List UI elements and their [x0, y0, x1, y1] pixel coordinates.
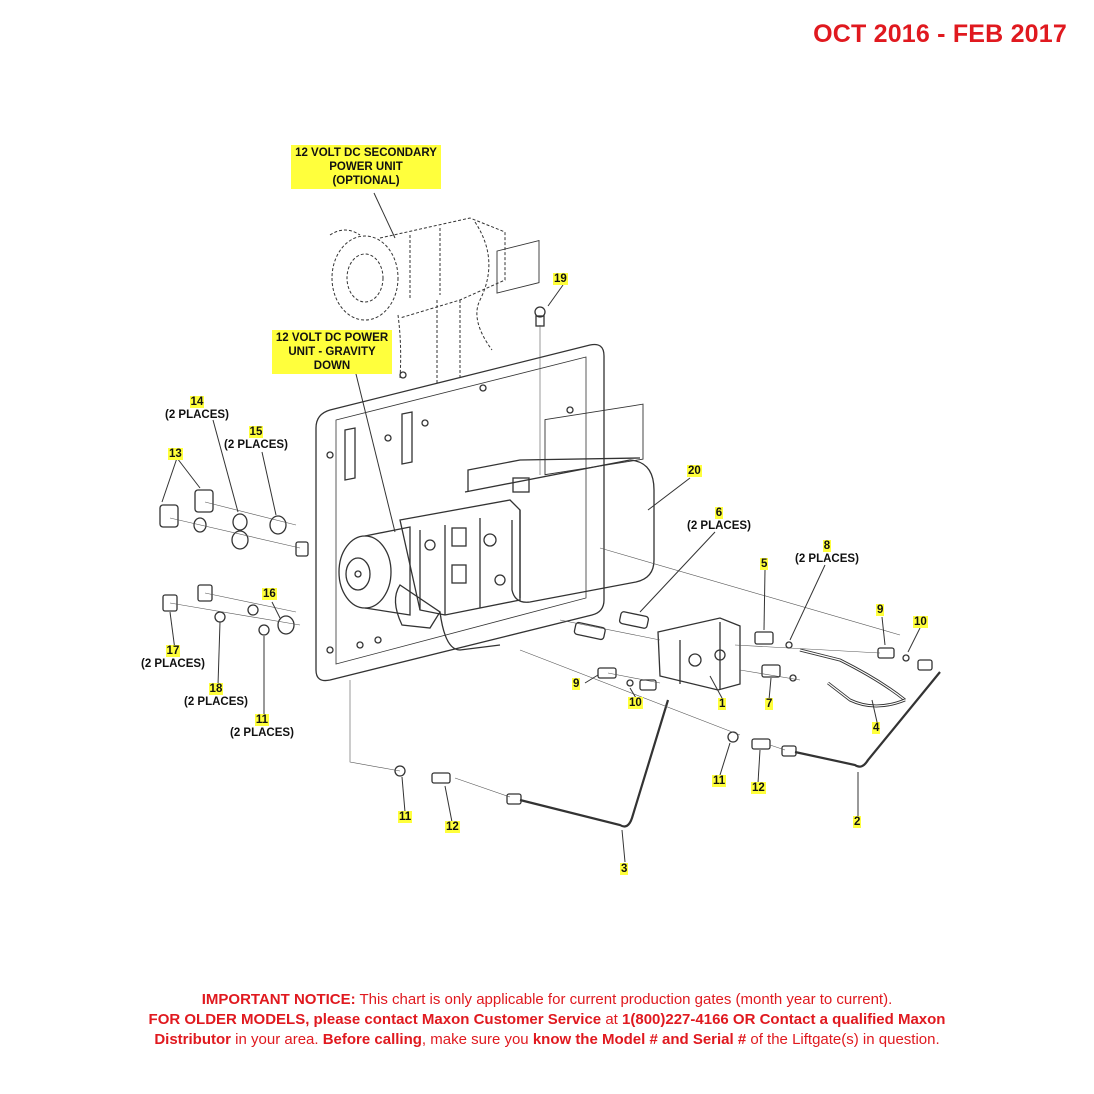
callout-12-mid: 12	[751, 782, 766, 795]
callout-number: 10	[913, 616, 928, 628]
callout-places: (2 PLACES)	[224, 439, 288, 451]
callout-11-bottom: 11	[398, 811, 413, 824]
callout-16: 16	[262, 588, 277, 601]
callout-3: 3	[620, 863, 629, 876]
date-range-title: OCT 2016 - FEB 2017	[813, 20, 1067, 48]
notice-older-models: FOR OLDER MODELS, please contact Maxon C…	[148, 1011, 602, 1028]
notice-line-3: Distributor in your area. Before calling…	[0, 1030, 1094, 1050]
callout-places: (2 PLACES)	[184, 696, 248, 708]
callout-places: (2 PLACES)	[687, 520, 751, 532]
callout-number: 14	[189, 396, 205, 408]
power-label-line1: 12 VOLT DC POWER	[275, 332, 389, 344]
callout-number: 18	[208, 683, 224, 695]
callout-number: 13	[168, 448, 183, 460]
callout-10-lower: 10	[628, 697, 643, 710]
tube-item-3	[519, 699, 670, 828]
primary-motor	[338, 535, 392, 609]
secondary-motor	[331, 235, 399, 321]
notice-text: in your area.	[231, 1031, 323, 1048]
secondary-label-line3: (OPTIONAL)	[332, 175, 400, 187]
callout-15: 15(2 PLACES)	[224, 426, 288, 452]
callout-2: 2	[853, 816, 862, 829]
callout-places: (2 PLACES)	[230, 727, 294, 739]
callout-12-bottom: 12	[445, 821, 460, 834]
secondary-label-line1: 12 VOLT DC SECONDARY	[295, 147, 437, 159]
callout-number: 20	[687, 465, 702, 477]
callout-14: 14(2 PLACES)	[165, 396, 229, 422]
callout-places: (2 PLACES)	[141, 658, 205, 670]
callout-number: 9	[876, 604, 885, 616]
callout-5: 5	[760, 558, 769, 571]
reservoir-tank	[464, 459, 655, 603]
callout-number: 6	[714, 507, 724, 519]
callout-20: 20	[687, 465, 702, 478]
important-notice: IMPORTANT NOTICE: This chart is only app…	[0, 990, 1094, 1050]
notice-phone: 1(800)227-4166 OR Contact a qualified Ma…	[622, 1011, 946, 1028]
fittings-right	[394, 306, 933, 805]
callout-number: 3	[620, 863, 629, 875]
notice-text: at	[601, 1011, 623, 1028]
notice-line-1: IMPORTANT NOTICE: This chart is only app…	[0, 990, 1094, 1010]
notice-text: of the Liftgate(s) in question.	[746, 1031, 940, 1048]
callout-number: 5	[760, 558, 769, 570]
callout-number: 4	[872, 722, 881, 734]
notice-text: This chart is only applicable for curren…	[355, 991, 893, 1008]
callout-number: 12	[751, 782, 766, 794]
notice-heading: IMPORTANT NOTICE:	[201, 991, 356, 1008]
callout-number: 1	[718, 698, 727, 710]
callout-11-left: 11(2 PLACES)	[230, 714, 294, 740]
callout-number: 19	[553, 273, 568, 285]
valve-block-item-1	[657, 617, 741, 691]
callout-11-mid: 11	[712, 775, 727, 788]
secondary-power-unit-label: 12 VOLT DC SECONDARY POWER UNIT (OPTIONA…	[291, 145, 441, 189]
callout-number: 16	[262, 588, 277, 600]
callout-4: 4	[872, 722, 881, 735]
mounting-plate	[315, 343, 605, 682]
callout-7: 7	[765, 698, 774, 711]
callout-8: 8(2 PLACES)	[795, 540, 859, 566]
callout-9-lower: 9	[572, 678, 581, 691]
power-unit-label: 12 VOLT DC POWER UNIT - GRAVITY DOWN	[272, 330, 392, 374]
notice-distributor: Distributor	[154, 1031, 231, 1048]
fittings-left	[159, 489, 309, 636]
notice-text: , make sure you	[421, 1031, 533, 1048]
callout-number: 8	[822, 540, 832, 552]
callout-18: 18(2 PLACES)	[184, 683, 248, 709]
callout-number: 10	[628, 697, 643, 709]
callout-places: (2 PLACES)	[165, 409, 229, 421]
callout-19: 19	[553, 273, 568, 286]
notice-model-serial: know the Model # and Serial #	[532, 1031, 747, 1048]
callout-number: 7	[765, 698, 774, 710]
callout-6: 6(2 PLACES)	[687, 507, 751, 533]
callout-number: 2	[853, 816, 862, 828]
callout-number: 9	[572, 678, 581, 690]
callout-9-upper: 9	[876, 604, 885, 617]
tube-item-2	[794, 671, 941, 768]
callout-number: 11	[398, 811, 413, 823]
power-label-line2: UNIT - GRAVITY	[288, 346, 376, 358]
callout-1: 1	[718, 698, 727, 711]
callout-number: 11	[254, 714, 270, 726]
callout-places: (2 PLACES)	[795, 553, 859, 565]
callout-13: 13	[168, 448, 183, 461]
callout-number: 11	[712, 775, 727, 787]
power-label-line3: DOWN	[313, 360, 351, 372]
notice-before-calling: Before calling	[322, 1031, 422, 1048]
callout-number: 15	[248, 426, 264, 438]
callout-17: 17(2 PLACES)	[141, 645, 205, 671]
callout-number: 17	[165, 645, 181, 657]
notice-line-2: FOR OLDER MODELS, please contact Maxon C…	[0, 1010, 1094, 1030]
callout-10-upper: 10	[913, 616, 928, 629]
callout-number: 12	[445, 821, 460, 833]
secondary-label-line2: POWER UNIT	[329, 161, 403, 173]
